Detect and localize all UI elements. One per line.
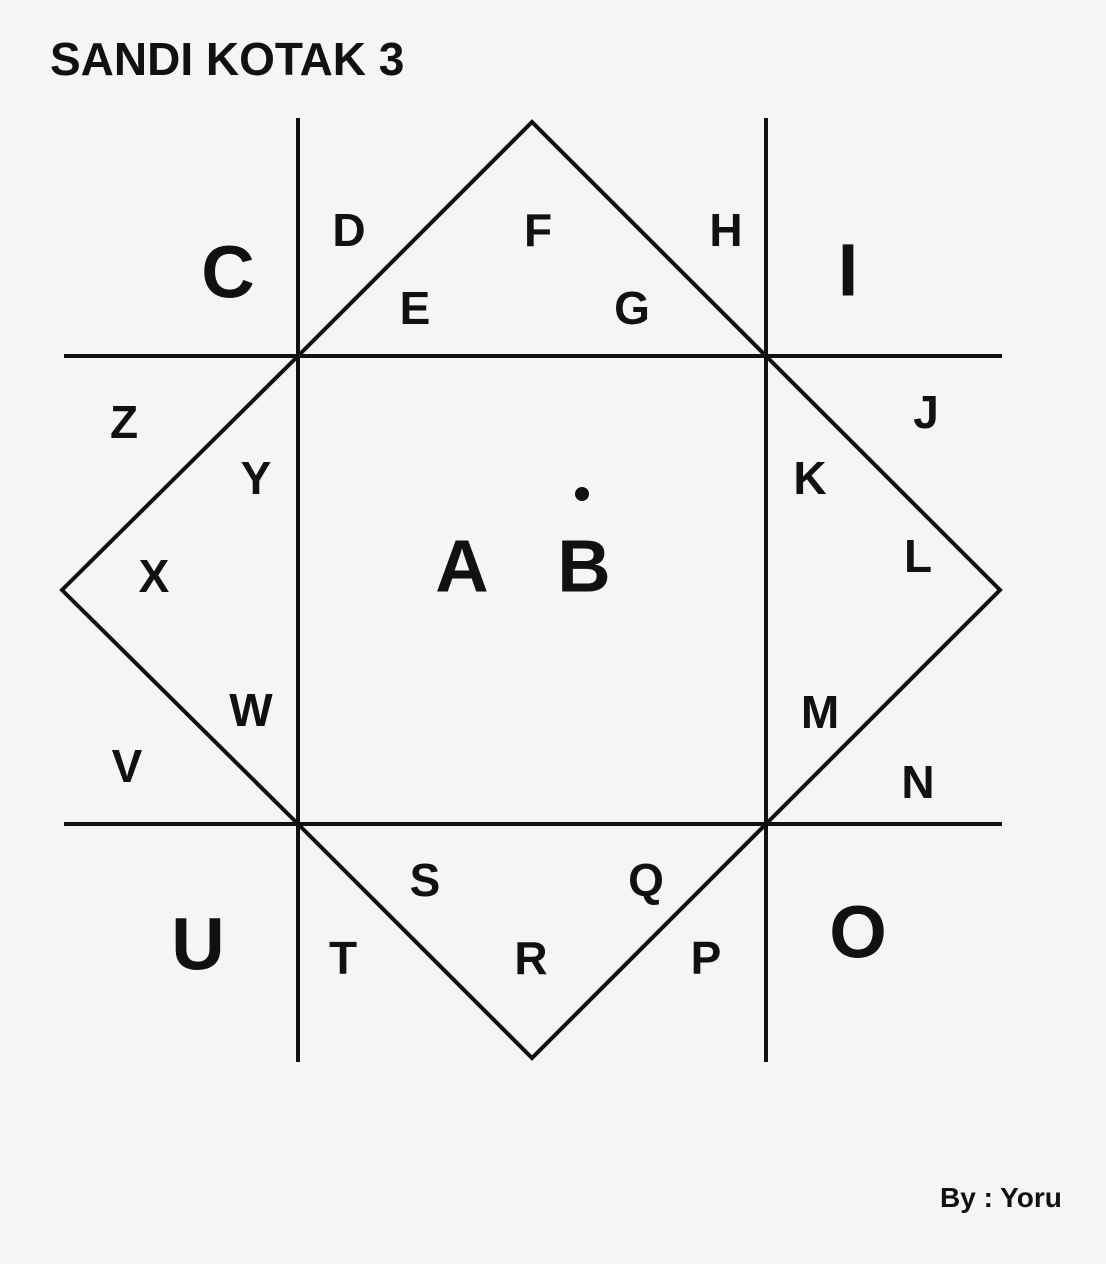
letter-h: H <box>709 204 742 256</box>
letter-p: P <box>691 932 722 984</box>
letter-c: C <box>201 231 254 314</box>
letter-y: Y <box>241 452 272 504</box>
letter-o: O <box>829 891 887 974</box>
letter-m: M <box>801 686 839 738</box>
letter-r: R <box>514 932 547 984</box>
letter-e: E <box>400 282 431 334</box>
page-title: SANDI KOTAK 3 <box>50 33 405 85</box>
letter-u: U <box>171 903 224 986</box>
letter-b: B <box>557 525 610 608</box>
letter-j: J <box>913 386 939 438</box>
triangle-right <box>764 354 1003 826</box>
letter-d: D <box>332 204 365 256</box>
letter-l: L <box>904 530 932 582</box>
triangle-top <box>296 119 768 358</box>
letter-q: Q <box>628 854 664 906</box>
triangle-left <box>59 354 300 826</box>
letter-x: X <box>139 550 170 602</box>
letter-f: F <box>524 204 552 256</box>
letter-a: A <box>435 525 488 608</box>
letter-g: G <box>614 282 650 334</box>
triangle-bottom <box>296 822 768 1061</box>
letter-t: T <box>329 932 357 984</box>
letter-v: V <box>112 740 143 792</box>
letter-k: K <box>793 452 826 504</box>
letter-z: Z <box>110 396 138 448</box>
dot-marker <box>575 487 589 501</box>
letter-s: S <box>410 854 441 906</box>
letter-i: I <box>838 229 859 312</box>
author-credit: By : Yoru <box>940 1182 1062 1213</box>
letter-n: N <box>901 756 934 808</box>
letter-w: W <box>229 684 273 736</box>
